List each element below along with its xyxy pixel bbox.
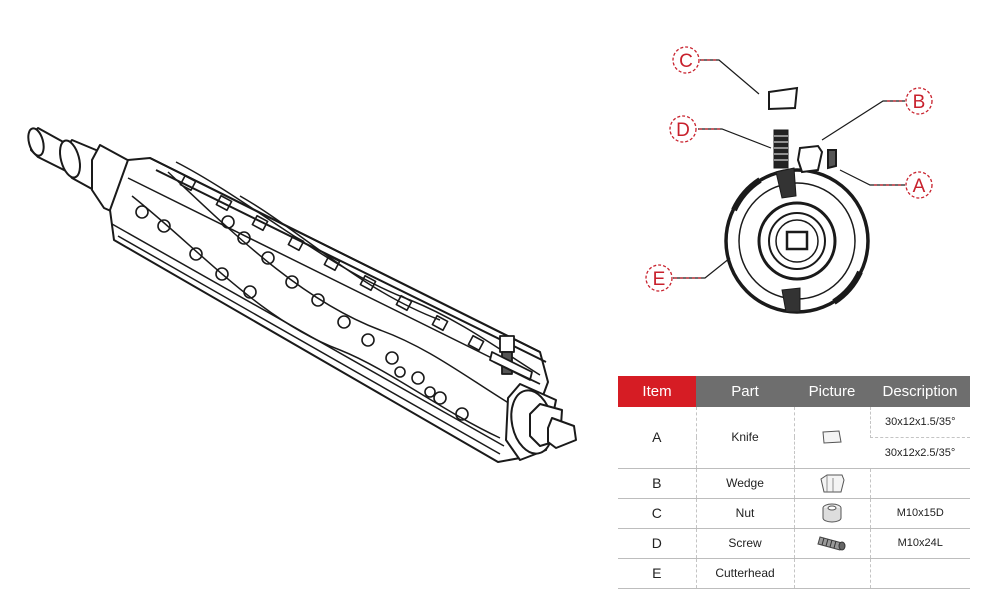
wedge-icon bbox=[820, 474, 845, 493]
table-row: D Screw M10x24L bbox=[618, 528, 970, 559]
cell-part: Knife bbox=[695, 407, 794, 469]
table-row: C Nut M10x15D bbox=[618, 498, 970, 529]
table-row: 30x12x2.5/35° bbox=[618, 437, 970, 469]
cell-item: A bbox=[618, 407, 696, 469]
callout-d-label: D bbox=[676, 120, 690, 141]
callout-b: B bbox=[905, 87, 933, 115]
cell-picture bbox=[793, 468, 870, 499]
cell-item: C bbox=[618, 498, 696, 529]
cell-part: Nut bbox=[695, 498, 794, 529]
callout-c: C bbox=[672, 46, 700, 74]
table-row: E Cutterhead bbox=[618, 558, 970, 589]
table-row: A Knife 30x12x1.5/35° bbox=[618, 407, 970, 469]
cell-description: 30x12x2.5/35° bbox=[870, 437, 970, 469]
callout-e-label: E bbox=[653, 269, 666, 290]
header-description: Description bbox=[870, 376, 970, 407]
cutterhead-end-view bbox=[724, 86, 870, 314]
cell-picture bbox=[793, 528, 870, 559]
callout-e: E bbox=[645, 264, 673, 292]
cell-part: Screw bbox=[695, 528, 794, 559]
cell-picture bbox=[793, 407, 870, 469]
knife-blade-icon bbox=[822, 430, 842, 444]
cell-description: M10x24L bbox=[869, 528, 970, 559]
cell-picture bbox=[793, 498, 870, 529]
cell-picture bbox=[793, 558, 870, 589]
callout-d: D bbox=[669, 115, 697, 143]
cell-item: D bbox=[618, 528, 696, 559]
cell-part: Cutterhead bbox=[695, 558, 794, 589]
header-picture: Picture bbox=[794, 376, 870, 407]
table-header-row: Item Part Picture Description bbox=[618, 376, 970, 407]
cutterhead-isometric-drawing bbox=[27, 127, 577, 463]
cell-description bbox=[869, 468, 970, 499]
cell-part: Wedge bbox=[695, 468, 794, 499]
cell-item: E bbox=[618, 558, 696, 589]
cell-description: M10x15D bbox=[869, 498, 970, 529]
cell-item: B bbox=[618, 468, 696, 499]
parts-table: Item Part Picture Description A Knife 30… bbox=[618, 376, 970, 589]
callout-c-label: C bbox=[679, 51, 693, 72]
table-row: B Wedge bbox=[618, 468, 970, 499]
header-item: Item bbox=[618, 376, 696, 407]
callout-a-label: A bbox=[913, 176, 926, 197]
cell-description: 30x12x1.5/35° bbox=[869, 407, 970, 438]
header-part: Part bbox=[696, 376, 794, 407]
screw-icon bbox=[817, 536, 846, 551]
callout-a: A bbox=[905, 171, 933, 199]
cell-description bbox=[869, 558, 970, 589]
callout-b-label: B bbox=[913, 92, 926, 113]
nut-icon bbox=[822, 503, 842, 523]
